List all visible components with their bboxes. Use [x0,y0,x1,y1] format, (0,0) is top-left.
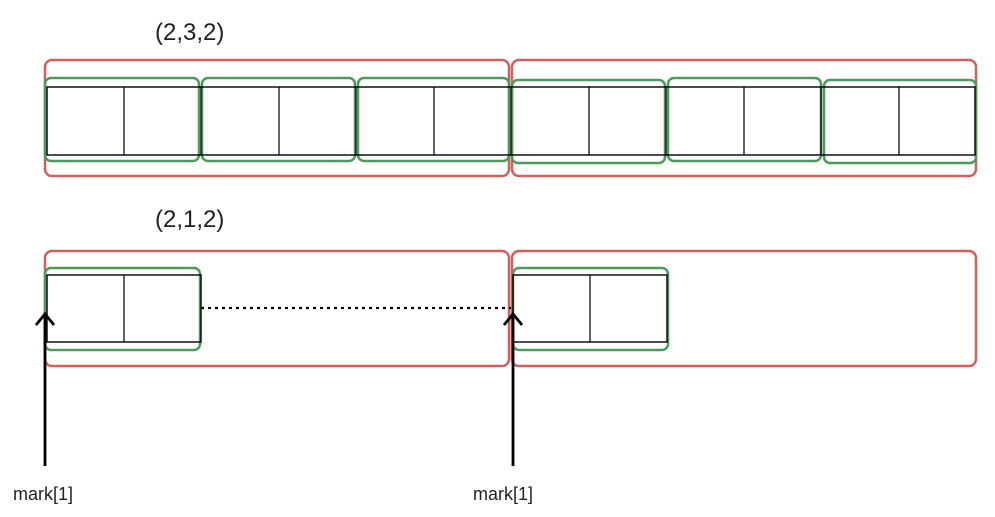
bottom-block-box [43,266,202,352]
right-mark-arrow [502,311,524,466]
top-block-box [43,76,201,163]
left-mark-label: mark[1] [13,484,73,504]
top-shape-label: (2,3,2) [155,19,224,46]
top-block-box [510,78,667,165]
top-row [43,58,978,178]
top-block-box [822,78,978,165]
bottom-shape-label: (2,1,2) [155,206,224,233]
top-block-box [356,76,511,163]
right-mark-label: mark[1] [473,484,533,504]
top-block-box [200,76,357,163]
left-mark-arrow [34,311,56,466]
bottom-row: mark[1] mark[1] [13,249,978,504]
